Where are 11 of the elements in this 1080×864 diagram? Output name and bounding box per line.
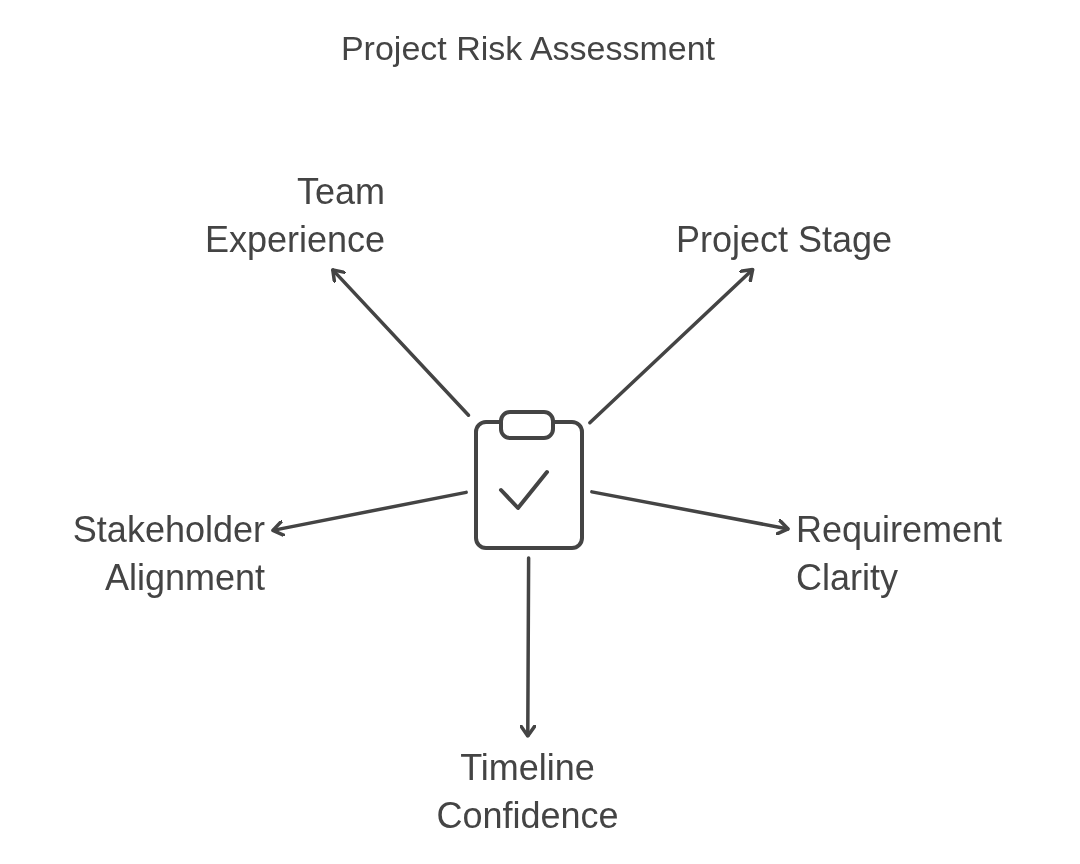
node-label: Timeline Confidence bbox=[420, 744, 635, 840]
node-label: Project Stage bbox=[676, 216, 893, 264]
arrow bbox=[588, 267, 755, 425]
node-label: Stakeholder Alignment bbox=[40, 506, 265, 602]
node-label: Requirement Clarity bbox=[796, 506, 1046, 602]
title: Project Risk Assessment bbox=[339, 28, 717, 69]
arrow bbox=[331, 268, 471, 417]
arrow bbox=[519, 556, 537, 738]
arrow bbox=[271, 490, 468, 538]
arrow bbox=[590, 490, 790, 536]
node-label: Team Experience bbox=[180, 168, 385, 264]
